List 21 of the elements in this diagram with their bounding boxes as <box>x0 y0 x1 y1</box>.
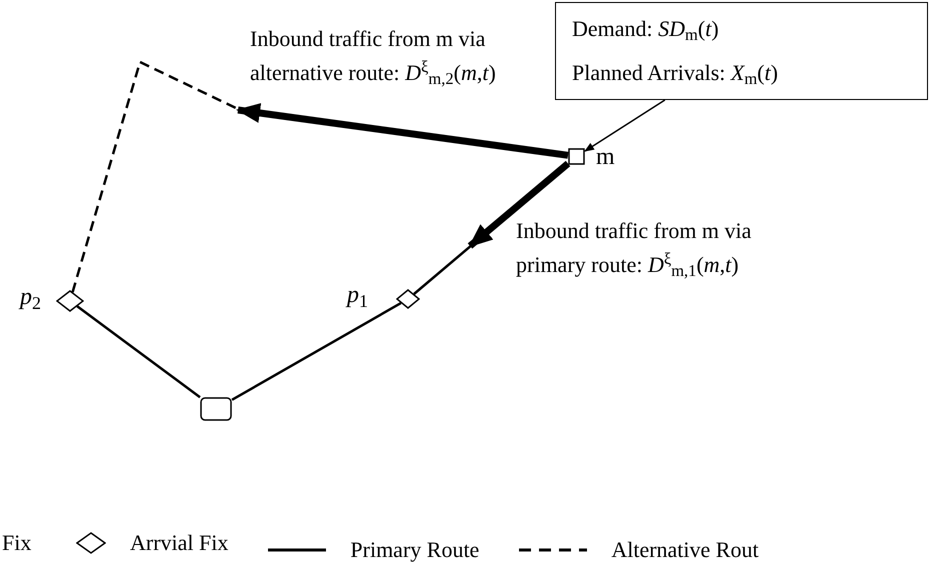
callout-text: Demand: SD$_{m}$(t) <box>572 15 720 46</box>
edge-label: Inbound traffic from m via alternative route: D$^{ξ}$$_{m,2}$(m,t) <box>250 25 497 90</box>
edge-label: Inbound traffic from m via primary route: D$^{ξ}$$_{m,1}$(m,t) <box>516 217 752 282</box>
route-line <box>231 302 402 401</box>
leader-line <box>584 99 666 152</box>
legend-text: Arrvial Fix <box>130 529 228 557</box>
node-label: p$_{1}$ <box>347 281 368 310</box>
arrival-fix-diamond <box>396 289 420 309</box>
origin-square <box>568 148 585 165</box>
traffic-arrow <box>468 160 570 249</box>
legend-text: Primary Route <box>350 536 480 564</box>
callout-box <box>555 2 928 100</box>
node-label: m <box>596 143 615 172</box>
route-line <box>76 305 201 398</box>
arrival-fix-diamond <box>56 290 84 312</box>
traffic-arrow <box>236 103 568 159</box>
airport-box <box>200 397 232 421</box>
legend-text: Fix <box>2 529 32 557</box>
legend-text: Alternative Rout <box>611 536 759 564</box>
node-label: p$_{2}$ <box>20 283 41 312</box>
callout-text: Planned Arrivals: X$_{m}$(t) <box>572 59 779 90</box>
